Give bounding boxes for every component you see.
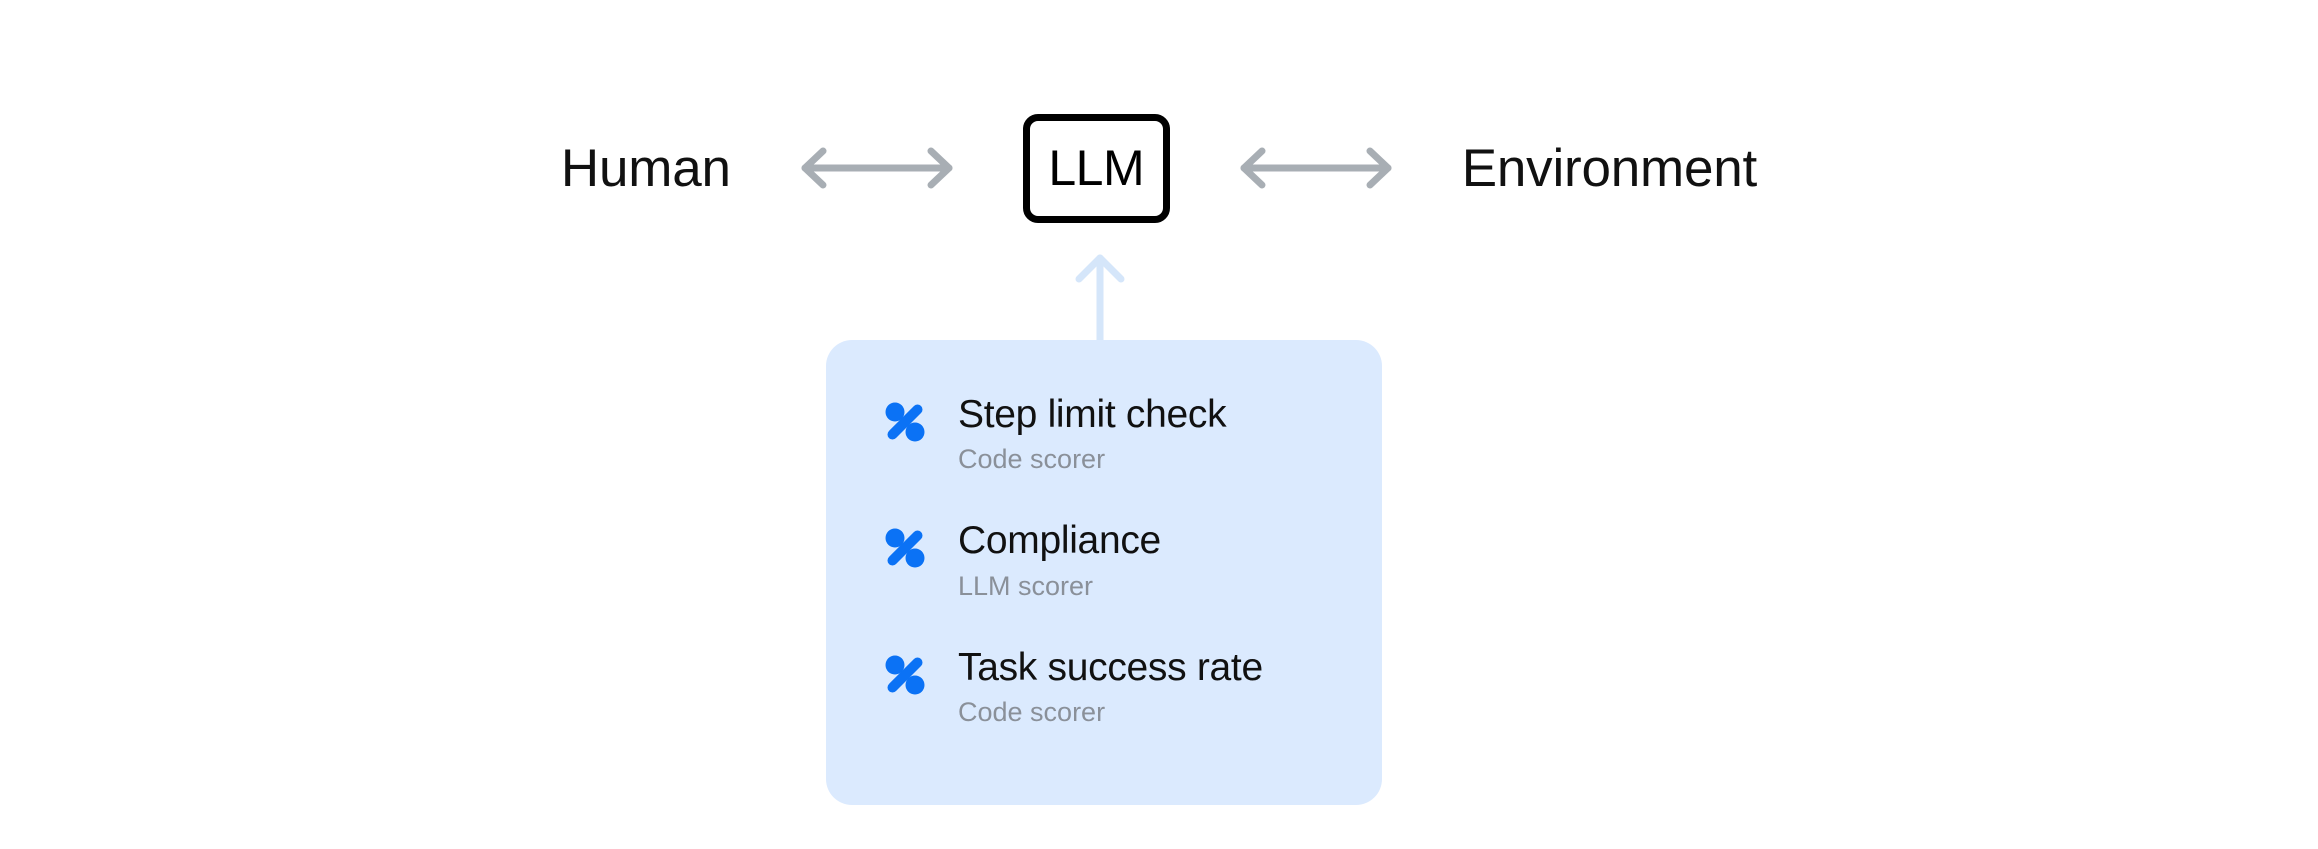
percent-icon — [885, 655, 925, 695]
environment-label: Environment — [1461, 138, 1758, 198]
llm-node-label: LLM — [1048, 140, 1145, 196]
scorer-list-item: Compliance LLM scorer — [884, 518, 1342, 603]
scorer-item-subtitle: LLM scorer — [958, 570, 1094, 601]
scorer-item-text: Compliance LLM scorer — [958, 518, 1161, 603]
scorer-item-title: Task success rate — [958, 645, 1263, 689]
human-label: Human — [560, 138, 731, 198]
scorer-item-text: Step limit check Code scorer — [958, 392, 1227, 477]
scorer-item-title: Step limit check — [958, 393, 1227, 436]
scorer-item-title: Compliance — [958, 519, 1161, 563]
scorer-item-text: Task success rate Code scorer — [958, 645, 1263, 730]
percent-icon — [885, 528, 925, 568]
llm-environment-arrow-icon — [1240, 147, 1392, 189]
human-llm-arrow-icon — [801, 147, 953, 189]
llm-node: LLM — [1022, 113, 1170, 223]
scorer-item-subtitle: Code scorer — [958, 444, 1106, 475]
agent-loop-row: Human LLM Environment — [0, 112, 2318, 224]
scorers-llm-arrow-icon — [1075, 254, 1125, 348]
percent-icon — [885, 402, 925, 442]
scorer-panel: Step limit check Code scorer Compliance … — [826, 340, 1382, 805]
scorer-item-subtitle: Code scorer — [958, 696, 1106, 727]
scorer-list-item: Step limit check Code scorer — [884, 392, 1342, 477]
scorer-list-item: Task success rate Code scorer — [884, 645, 1342, 730]
